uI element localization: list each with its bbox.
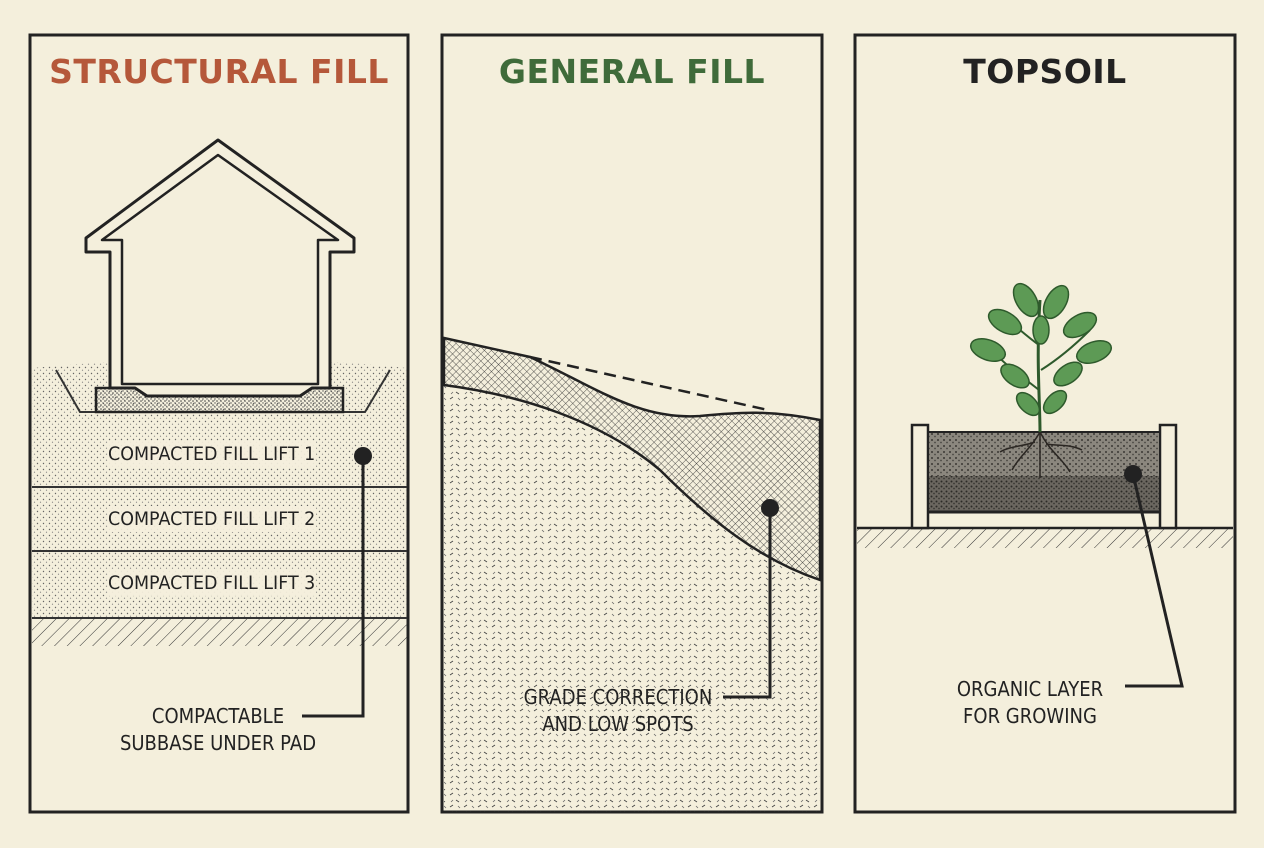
topsoil-illustration: [857, 282, 1233, 688]
callout-structural-fill: COMPACTABLE SUBBASE UNDER PAD: [112, 703, 324, 757]
title-topsoil: TOPSOIL: [963, 52, 1127, 91]
callout-structural-line-1: COMPACTABLE: [151, 704, 285, 728]
callout-general-fill: GRADE CORRECTION AND LOW SPOTS: [512, 684, 724, 738]
panel-frame-topsoil: [853, 33, 1237, 814]
callout-structural-line-2: SUBBASE UNDER PAD: [119, 731, 317, 755]
callout-general-line-1: GRADE CORRECTION: [523, 685, 713, 709]
callout-general-line-2: AND LOW SPOTS: [542, 712, 694, 736]
lift-label-3: COMPACTED FILL LIFT 3: [108, 570, 316, 596]
structural-fill-illustration: [32, 138, 407, 718]
title-general-fill: GENERAL FILL: [498, 52, 766, 91]
callout-topsoil-line-2: FOR GROWING: [963, 704, 1097, 728]
lift-label-2: COMPACTED FILL LIFT 2: [108, 506, 316, 532]
lift-label-1: COMPACTED FILL LIFT 1: [108, 441, 316, 467]
general-fill-illustration: [442, 336, 822, 812]
callout-topsoil: ORGANIC LAYER FOR GROWING: [940, 676, 1120, 730]
callout-topsoil-line-1: ORGANIC LAYER: [956, 677, 1104, 701]
panel-frame-structural: [28, 33, 410, 814]
title-structural-fill: STRUCTURAL FILL: [49, 52, 389, 91]
